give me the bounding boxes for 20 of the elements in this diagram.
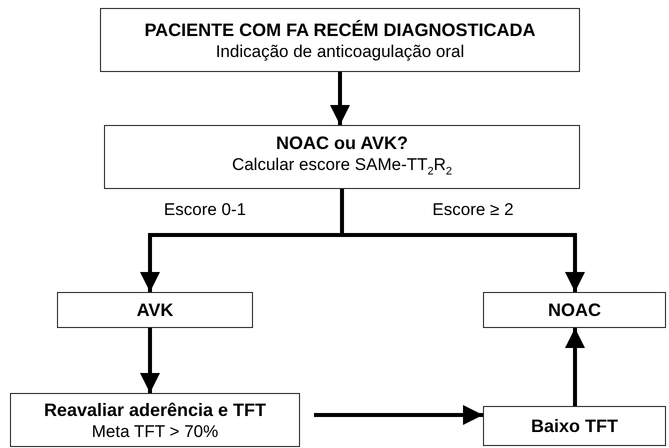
arrow bbox=[140, 328, 160, 393]
box-heading: AVK bbox=[136, 299, 174, 321]
box-text: Meta TFT > 70% bbox=[92, 420, 218, 442]
arrow bbox=[330, 72, 350, 125]
arrow bbox=[314, 405, 483, 425]
process-box bbox=[10, 393, 300, 447]
box-text: Indicação de anticoagulação oral bbox=[216, 40, 464, 62]
process-box bbox=[100, 8, 580, 72]
process-box bbox=[483, 292, 666, 328]
box-heading: Baixo TFT bbox=[530, 415, 618, 437]
box-heading: Reavaliar aderência e TFT bbox=[44, 398, 266, 420]
box-heading: NOAC bbox=[548, 299, 601, 321]
arrow bbox=[340, 189, 585, 292]
process-box bbox=[57, 292, 253, 328]
box-text: Calcular escore SAMe-TT$_{2}$R$_{2}$ bbox=[232, 154, 452, 180]
box-heading: PACIENTE COM FA RECÉM DIAGNOSTICADA bbox=[144, 18, 536, 40]
process-box bbox=[104, 125, 580, 189]
process-box bbox=[483, 406, 666, 446]
arrow bbox=[565, 328, 585, 406]
box-heading: NOAC ou AVK? bbox=[276, 132, 408, 154]
